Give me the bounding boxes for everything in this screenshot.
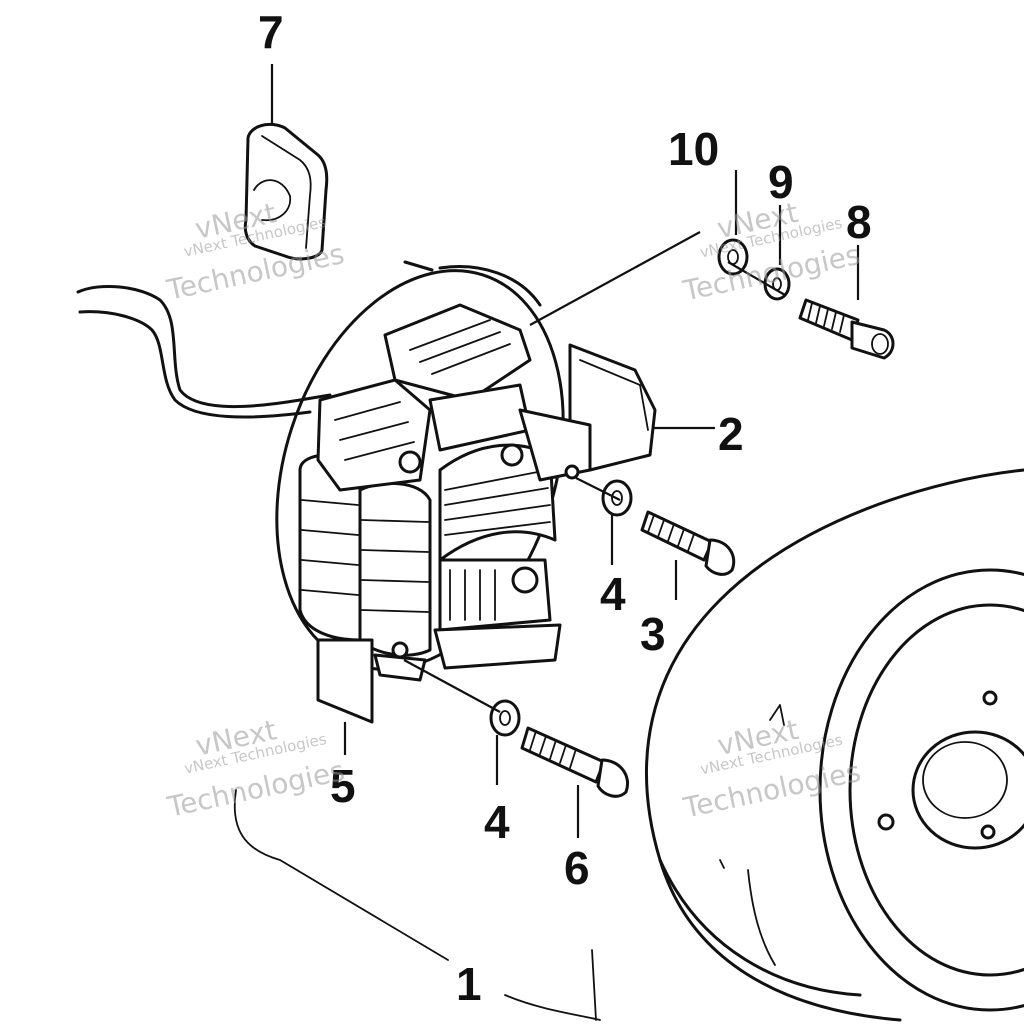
callout-4-upper: 4 [600,568,626,620]
callout-1: 1 [456,958,482,1010]
flywheel [645,468,1024,1022]
washer-10 [717,238,749,276]
watermark-bottom-right: vNext vNext Technologies Technologies [680,713,864,825]
callout-8: 8 [846,196,872,248]
callout-5: 5 [330,760,356,812]
callout-6: 6 [564,842,590,894]
insulator-cap [243,122,329,261]
screw-8 [798,298,895,360]
leader-lines [270,64,860,838]
callout-2: 2 [718,408,744,460]
callout-9: 9 [768,156,794,208]
screw-3 [640,510,736,576]
washer-4-lower [489,699,521,737]
callout-10: 10 [668,123,719,175]
watermark-bottom-left: vNext vNext Technologies Technologies [164,713,348,824]
watermark-top-right: vNext vNext Technologies Technologies [679,196,863,308]
callout-3: 3 [640,608,666,660]
callout-4-lower: 4 [484,796,510,848]
callout-7: 7 [258,6,284,58]
wire-harness [76,284,332,419]
screw-6 [520,726,629,798]
stator-coil-assembly [298,303,657,724]
